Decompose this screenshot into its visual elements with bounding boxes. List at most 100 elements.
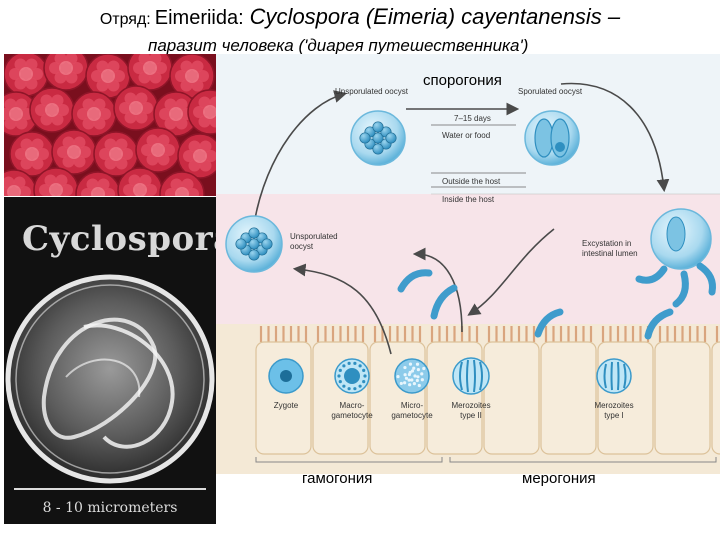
epithelial-cell-2 (369, 341, 426, 455)
raspberry-18 (75, 171, 121, 196)
label-micro-1: Micro- (400, 401, 424, 410)
raspberries-photo (4, 54, 216, 196)
label-sporulated-oocyst: Sporulated oocyst (518, 87, 583, 96)
micro-dot-8 (420, 378, 424, 382)
label-merozoites-ii-1: Merozoites (451, 401, 491, 410)
raspberry-13 (93, 131, 139, 177)
title-order: Eimeriida: (154, 7, 244, 29)
label-macro-1: Macro- (339, 401, 365, 410)
epithelial-cell-8 (711, 341, 720, 455)
raspberry-7 (71, 91, 117, 137)
macro-dot-1 (362, 380, 366, 384)
morula-top-sphere-5 (372, 121, 384, 133)
life-cycle-diagram: Unsporulated oocyst спорогония Sporulate… (216, 54, 720, 524)
raspberry-10 (187, 89, 216, 135)
label-days: 7–15 days (454, 114, 491, 123)
label-micro-2: gametocyte (391, 411, 433, 420)
label-merozoites-ii-2: type II (460, 411, 482, 420)
micro-dot-23 (412, 366, 416, 370)
macro-dot-6 (338, 380, 342, 384)
raspberries-illustration (4, 54, 216, 196)
label-outside-host: Outside the host (442, 177, 501, 186)
morula-top-sphere-8 (385, 132, 397, 144)
macro-dot-0 (363, 374, 367, 378)
micro-dot-18 (416, 368, 420, 372)
micrograph-photo: Cyclospora 8 - 10 micrometers (4, 197, 216, 524)
raspberry-16 (4, 169, 37, 196)
label-unsporulated-oocyst-top: Unsporulated oocyst (335, 87, 408, 96)
micro-dot-14 (407, 378, 411, 382)
epithelial-cell-6 (597, 341, 654, 455)
label-merogony: мерогония (522, 470, 596, 487)
macro-dot-8 (338, 368, 342, 372)
micro-dot-15 (408, 362, 413, 366)
label-sporogony: спорогония (423, 72, 502, 89)
macro-dot-11 (353, 361, 357, 365)
raspberry-20 (159, 171, 205, 196)
micro-dot-20 (403, 365, 407, 370)
epithelial-cell-4 (483, 341, 540, 455)
epithelial-cell-1 (312, 341, 369, 455)
title-rank: Отряд: (99, 11, 151, 28)
label-gamogony: гамогония (302, 470, 373, 487)
label-macro-2: gametocyte (331, 411, 373, 420)
label-water-food: Water or food (442, 131, 491, 140)
page-title: Отряд:Eimeriida:Cyclospora (Eimeria) cay… (0, 4, 720, 30)
morula-top-sphere-7 (359, 132, 371, 144)
morula-left-sphere-0 (248, 238, 260, 250)
raspberry-15 (177, 133, 216, 179)
micro-dot-12 (407, 372, 412, 377)
raspberry-11 (9, 131, 55, 177)
label-merozoites-i-2: type I (604, 411, 624, 420)
raspberry-12 (51, 129, 97, 175)
micro-dot-16 (415, 378, 419, 383)
micro-dot-13 (420, 372, 424, 376)
life-cycle-illustration (216, 54, 720, 524)
title-species: Cyclospora (Eimeria) cayentanensis – (249, 4, 621, 29)
micrograph-scale: 8 - 10 micrometers (42, 500, 178, 516)
label-excystation-2: intestinal lumen (582, 249, 638, 258)
macro-dot-4 (347, 387, 351, 391)
macro-dot-9 (342, 364, 346, 368)
page-subtitle: паразит человека ('диарея путешественник… (148, 36, 529, 55)
micrograph-title: Cyclospora (22, 219, 216, 259)
oocyst-micrograph (4, 197, 216, 524)
micro-dot-22 (399, 381, 403, 386)
micro-dot-2 (410, 369, 415, 373)
epithelial-cell-5 (540, 341, 597, 455)
micro-dot-5 (422, 366, 426, 371)
macro-dot-7 (337, 374, 341, 378)
morula-left-sphere-8 (261, 238, 273, 250)
macro-dot-2 (358, 384, 362, 388)
raspberry-4 (169, 54, 215, 99)
raspberry-3 (127, 54, 173, 91)
macro-dot-5 (342, 384, 346, 388)
raspberry-14 (135, 127, 181, 173)
label-unsporulated-left-2: oocyst (290, 242, 314, 251)
micro-dot-0 (413, 374, 417, 378)
micro-dot-3 (417, 383, 421, 388)
raspberry-0 (4, 54, 49, 97)
micro-dot-19 (410, 378, 414, 382)
macro-dot-10 (347, 361, 351, 365)
micro-dot-6 (408, 383, 412, 387)
micro-dot-9 (404, 376, 409, 380)
macro-dot-13 (362, 368, 366, 372)
raspberry-6 (29, 87, 75, 133)
raspberry-9 (153, 91, 199, 137)
morula-left-sphere-6 (248, 249, 260, 261)
micro-dot-4 (403, 373, 407, 377)
micro-dot-11 (412, 382, 416, 386)
morula-top-sphere-6 (372, 143, 384, 155)
micro-dot-17 (396, 374, 400, 379)
macro-dot-3 (353, 387, 357, 391)
micro-dot-21 (416, 375, 420, 379)
raspberry-17 (33, 167, 79, 196)
label-inside-host: Inside the host (442, 195, 495, 204)
morula-top-sphere-0 (372, 132, 384, 144)
morula-left-sphere-5 (248, 227, 260, 239)
raspberry-1 (43, 54, 89, 91)
label-excystation-1: Excystation in (582, 239, 632, 248)
label-unsporulated-left-1: Unsporulated (290, 232, 338, 241)
micro-dot-10 (415, 362, 420, 366)
